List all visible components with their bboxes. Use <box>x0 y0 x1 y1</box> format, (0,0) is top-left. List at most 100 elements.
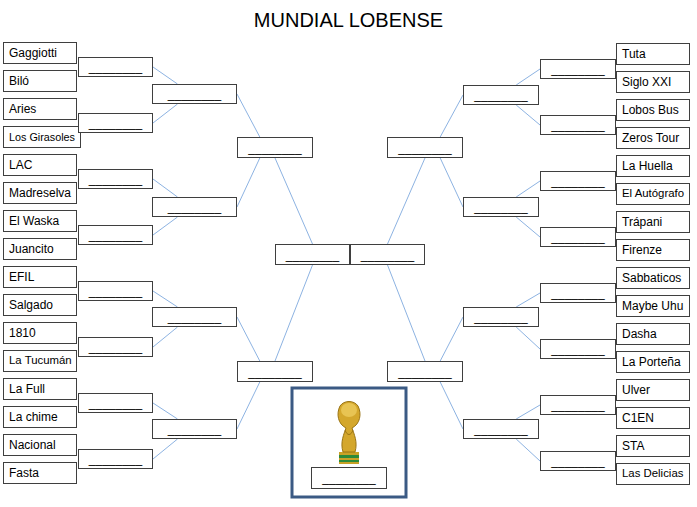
match-box: ________ <box>78 449 153 469</box>
bracket-line <box>516 293 540 307</box>
bracket-line <box>440 158 463 207</box>
team-box: EFIL <box>3 266 77 288</box>
blank-line: ________ <box>551 343 604 355</box>
match-box: ________ <box>78 169 153 189</box>
team-box: Las Delicias <box>616 463 690 485</box>
team-name: Tuta <box>617 48 646 60</box>
team-box: STA <box>616 435 690 457</box>
team-name: Maybe Uhu <box>617 300 683 312</box>
blank-line: ________ <box>361 249 414 261</box>
bracket-line <box>440 95 463 137</box>
team-name: STA <box>617 440 644 452</box>
team-box: Tuta <box>616 43 690 65</box>
blank-line: ________ <box>168 423 221 435</box>
team-name: Firenze <box>617 244 662 256</box>
team-name: C1EN <box>617 412 654 424</box>
blank-line: ________ <box>474 311 527 323</box>
team-box: Lobos Bus <box>616 99 690 121</box>
team-box: El Autógrafo <box>616 183 690 205</box>
bracket-line <box>275 265 313 361</box>
team-box: Salgado <box>3 294 77 316</box>
match-box: ________ <box>152 197 237 217</box>
blank-line: ________ <box>474 423 527 435</box>
blank-line: ________ <box>551 455 604 467</box>
match-box: ________ <box>463 197 539 217</box>
match-box: ________ <box>78 57 153 77</box>
match-box: ________ <box>350 244 425 265</box>
team-name: Fasta <box>4 467 39 479</box>
team-name: Sabbaticos <box>617 272 681 284</box>
blank-line: ________ <box>168 201 221 213</box>
trophy-frame <box>292 388 406 497</box>
team-name: Los Girasoles <box>4 132 75 143</box>
bracket-line <box>275 158 313 244</box>
match-box: ________ <box>463 419 539 439</box>
blank-line: ________ <box>551 63 604 75</box>
match-box: ________ <box>540 227 616 247</box>
team-box: Nacional <box>3 434 77 456</box>
team-name: La chime <box>4 411 58 423</box>
match-box: ________ <box>540 59 616 79</box>
team-name: El Waska <box>4 215 59 227</box>
bracket-line <box>153 179 178 197</box>
team-box: LAC <box>3 154 77 176</box>
team-name: La Full <box>4 383 45 395</box>
match-box: ________ <box>152 307 237 327</box>
team-box: 1810 <box>3 322 77 344</box>
bracket-line <box>440 382 463 429</box>
bracket-line <box>153 217 178 235</box>
team-name: Salgado <box>4 299 53 311</box>
bracket-line <box>516 181 540 197</box>
match-box: ________ <box>540 395 616 415</box>
bracket-line <box>153 327 178 347</box>
team-name: Madreselva <box>4 187 71 199</box>
blank-line: ________ <box>286 249 339 261</box>
match-box: ________ <box>152 419 237 439</box>
match-box: ________ <box>387 137 463 158</box>
blank-line: ________ <box>551 399 604 411</box>
bracket-line <box>237 317 260 361</box>
blank-line: ________ <box>551 119 604 131</box>
bracket-line <box>516 105 540 125</box>
team-box: Gaggiotti <box>3 42 77 64</box>
team-name: La Tucumán <box>4 355 72 366</box>
match-box: ________ <box>78 113 153 133</box>
team-box: Sabbaticos <box>616 267 690 289</box>
team-box: Dasha <box>616 323 690 345</box>
team-box: Los Girasoles <box>3 126 81 148</box>
team-box: El Waska <box>3 210 77 232</box>
bracket-line <box>153 104 178 123</box>
bracket-line <box>388 158 426 244</box>
match-box: ________ <box>463 85 539 105</box>
team-box: Fasta <box>3 462 77 484</box>
bracket-line <box>516 69 540 85</box>
blank-line: ________ <box>89 117 142 129</box>
blank-line: ________ <box>89 285 142 297</box>
match-box: ________ <box>463 307 539 327</box>
team-box: La Porteña <box>616 351 690 373</box>
diagram-title: MUNDIAL LOBENSE <box>0 9 697 32</box>
team-name: Trápani <box>617 216 662 228</box>
blank-line: ________ <box>248 366 301 378</box>
match-box: ________ <box>540 283 616 303</box>
title-text: MUNDIAL LOBENSE <box>254 9 443 31</box>
match-box: ________ <box>78 225 153 245</box>
blank-line: ________ <box>89 341 142 353</box>
team-name: La Porteña <box>617 356 681 368</box>
blank-line: ________ <box>551 175 604 187</box>
blank-line: ________ <box>398 142 451 154</box>
bracket-line <box>516 217 540 237</box>
team-box: La Tucumán <box>3 350 77 372</box>
team-name: Siglo XXI <box>617 76 671 88</box>
team-name: El Autógrafo <box>617 188 684 199</box>
bracket-line <box>237 94 260 137</box>
team-box: Madreselva <box>3 182 77 204</box>
match-box: ________ <box>387 361 463 382</box>
blank-line: ________ <box>322 472 375 484</box>
match-box: ________ <box>152 84 237 104</box>
team-name: La Huella <box>617 160 673 172</box>
bracket-line <box>388 265 426 361</box>
team-name: Dasha <box>617 328 657 340</box>
world-cup-trophy <box>338 402 360 465</box>
team-name: 1810 <box>4 327 36 339</box>
